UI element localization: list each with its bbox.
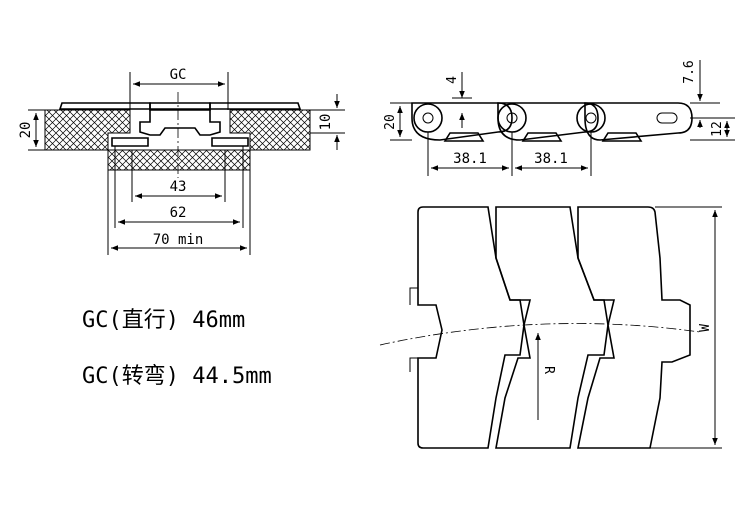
gc-notes: GC(直行) 46mm GC(转弯) 44.5mm <box>82 308 272 389</box>
hinge-body <box>139 102 221 136</box>
dim-pin-4: 4 <box>445 76 460 84</box>
top-view: R W <box>379 206 722 449</box>
pin-hole-1 <box>422 112 434 124</box>
guide-tab-right <box>211 137 249 147</box>
pin-hole-3 <box>585 112 597 124</box>
link-3 <box>584 102 693 141</box>
dim-43: 43 <box>170 179 187 195</box>
dim-gc: GC <box>170 67 187 83</box>
dim-height-20: 20 <box>18 122 34 139</box>
cross-section-view: GC 20 10 43 62 70 min <box>18 67 345 255</box>
dim-radius-r: R <box>541 366 556 374</box>
track-hatching <box>44 109 311 171</box>
dim-62: 62 <box>170 205 187 221</box>
top-plate-3 <box>577 206 691 449</box>
dim-height-20-side: 20 <box>383 114 398 130</box>
dim-offset-7-6: 7.6 <box>682 60 697 83</box>
chain-top-plate <box>58 102 302 111</box>
top-plate-1 <box>417 206 525 449</box>
pin-hole-2 <box>506 112 518 124</box>
note-curve: GC(转弯) 44.5mm <box>82 364 272 389</box>
top-plate-2 <box>495 206 609 449</box>
dim-70-min: 70 min <box>153 232 204 248</box>
side-view: 4 7.6 12 20 38.1 38.1 <box>383 60 735 176</box>
slot-hole <box>656 112 678 124</box>
link-2 <box>497 102 599 141</box>
note-straight: GC(直行) 46mm <box>82 308 245 333</box>
dim-groove-10: 10 <box>318 114 334 131</box>
dim-pitch-1: 38.1 <box>453 151 487 167</box>
dim-thickness-12: 12 <box>710 121 725 137</box>
dim-width-w: W <box>698 324 713 332</box>
dim-pitch-2: 38.1 <box>534 151 568 167</box>
link-1 <box>411 102 513 141</box>
guide-tab-left <box>111 137 149 147</box>
